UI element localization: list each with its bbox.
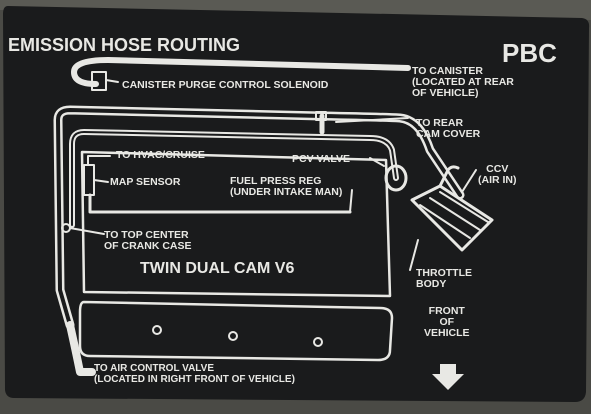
engine-name-label: TWIN DUAL CAM V6: [140, 260, 295, 277]
lower-manifold: [78, 300, 394, 362]
to-top-center-label: TO TOP CENTER OF CRANK CASE: [104, 229, 192, 253]
purge-solenoid-leader: [105, 79, 119, 83]
to-air-control-valve-label: TO AIR CONTROL VALVE (LOCATED IN RIGHT F…: [94, 363, 295, 385]
fuel-reg-hose: [88, 193, 352, 214]
front-of-vehicle-label: FRONT OF VEHICLE: [424, 305, 470, 340]
bolt-2: [228, 331, 238, 341]
hvac-hose: [87, 155, 111, 166]
crank-case-leader: [69, 227, 105, 235]
pcv-valve-label: PCV VALVE: [292, 153, 350, 165]
to-rear-cam-cover-label: TO REAR CAM COVER: [416, 117, 481, 141]
ccv-label: CCV (AIR IN): [478, 163, 517, 187]
main-vent-hose-core: [56, 108, 462, 327]
pcv-leader: [369, 157, 385, 167]
down-arrow-icon: [432, 364, 464, 390]
inner-hose-core: [71, 131, 397, 226]
air-control-hose: [66, 321, 96, 376]
throttle-body-hatch: [419, 191, 489, 239]
bolt-3: [313, 337, 323, 347]
label-code: PBC: [502, 38, 557, 68]
throttle-body-symbol: [410, 184, 494, 252]
rear-cam-leader: [335, 117, 409, 123]
fuel-press-reg-label: FUEL PRESS REG (UNDER INTAKE MAN): [230, 175, 343, 199]
engine-outline: [80, 150, 392, 298]
pcv-valve-symbol: [384, 164, 408, 192]
fuel-reg-leader: [349, 189, 353, 213]
map-sensor-label: MAP SENSOR: [110, 176, 181, 188]
ccv-leader: [461, 169, 477, 193]
background-top: [0, 0, 591, 20]
map-leader: [93, 179, 109, 183]
throttle-leader: [409, 239, 419, 271]
to-canister-label: TO CANISTER (LOCATED AT REAR OF VEHICLE): [412, 65, 514, 100]
canister-purge-label: CANISTER PURGE CONTROL SOLENOID: [122, 79, 329, 91]
bolt-1: [152, 325, 162, 335]
label-title: EMISSION HOSE ROUTING: [8, 35, 241, 55]
tee-fitting: [315, 111, 327, 121]
hose-canister-loop: [71, 57, 111, 87]
throttle-body-label: THROTTLE BODY: [416, 267, 472, 291]
ccv-hose: [438, 165, 460, 188]
to-hvac-cruise-label: TO HVAC/CRUISE: [116, 149, 205, 161]
hose-to-canister: [105, 57, 411, 71]
